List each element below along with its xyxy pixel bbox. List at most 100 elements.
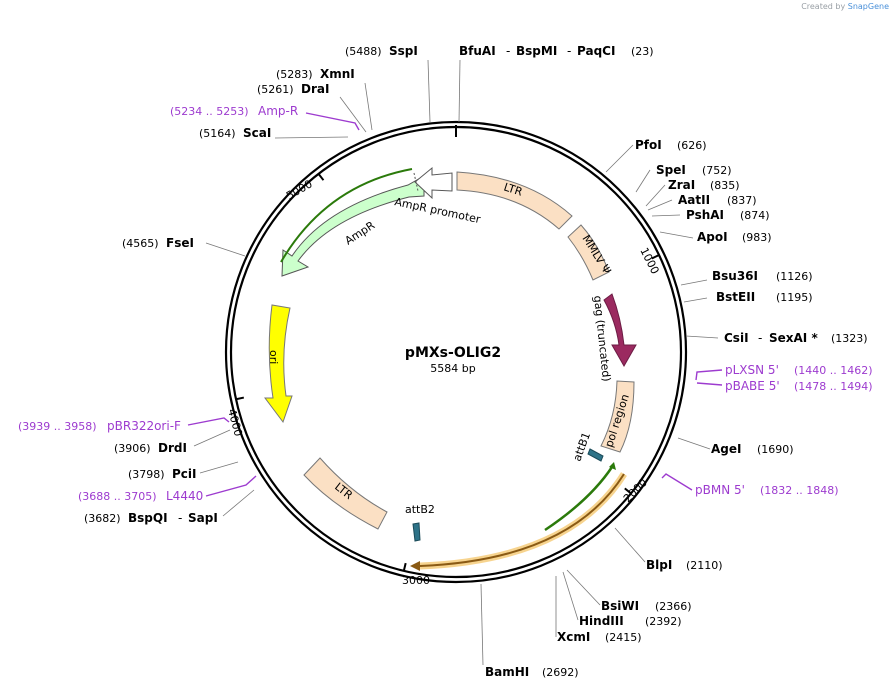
enzyme-zrai[interactable]: ZraI (835) xyxy=(668,178,740,192)
enzyme-pos-xcmi: (2415) xyxy=(605,631,642,644)
enzyme-hindiii[interactable]: HindIII (2392) xyxy=(579,614,682,628)
enzyme-name-bspmi: BspMI xyxy=(516,44,557,58)
enzyme-drai[interactable]: (5261) DraI xyxy=(257,82,329,96)
enzyme-bsu36i[interactable]: Bsu36I (1126) xyxy=(712,269,813,283)
enzyme-bsiwi[interactable]: BsiWI (2366) xyxy=(601,599,692,613)
enzyme-name-bsiwi: BsiWI xyxy=(601,599,639,613)
feature-label-attb1: attB1 xyxy=(571,430,593,463)
scale-ticks xyxy=(235,125,660,572)
feature-label-attb2: attB2 xyxy=(405,503,435,516)
feature-ori[interactable] xyxy=(264,304,293,424)
enzyme-pos-bfuai: (23) xyxy=(631,45,654,58)
enzyme-name-apoi: ApoI xyxy=(697,230,728,244)
primer-name-plxsn: pLXSN 5' xyxy=(725,363,779,377)
primer-name-l4440: L4440 xyxy=(166,489,203,503)
feature-ampr[interactable] xyxy=(280,168,425,277)
feature-pol-region[interactable] xyxy=(600,380,635,453)
enzyme-pos-bsiwi: (2366) xyxy=(655,600,692,613)
primer-markers xyxy=(187,112,723,497)
enzyme-name-bsu36i: Bsu36I xyxy=(712,269,758,283)
enzyme-apoi[interactable]: ApoI (983) xyxy=(697,230,772,244)
enzyme-csii[interactable]: CsiI - SexAI * (1323) xyxy=(724,331,868,345)
feature-attb1[interactable] xyxy=(587,448,604,462)
enzyme-blpi[interactable]: BlpI (2110) xyxy=(646,558,723,572)
enzyme-fsei[interactable]: (4565) FseI xyxy=(122,236,194,250)
primer-l4440[interactable]: (3688 .. 3705) L4440 xyxy=(78,489,203,503)
enzyme-spei[interactable]: SpeI (752) xyxy=(656,163,732,177)
enzyme-scai[interactable]: (5164) ScaI xyxy=(199,126,271,140)
enzyme-pos-scai: (5164) xyxy=(199,127,236,140)
enzyme-agei[interactable]: AgeI (1690) xyxy=(711,442,794,456)
enzyme-name-aatii: AatII xyxy=(678,193,710,207)
separator: - xyxy=(178,511,182,525)
primer-name-pbmn: pBMN 5' xyxy=(695,483,745,497)
separator: - xyxy=(758,331,762,345)
feature-gag-truncated[interactable] xyxy=(603,293,637,368)
enzyme-pos-apoi: (983) xyxy=(742,231,772,244)
enzyme-name-zrai: ZraI xyxy=(668,178,695,192)
primer-name-amp-r: Amp-R xyxy=(258,104,298,118)
enzyme-xcmi[interactable]: XcmI (2415) xyxy=(557,630,642,644)
enzyme-name-pcii: PciI xyxy=(172,467,197,481)
plasmid-name: pMXs-OLIG2 xyxy=(405,345,501,361)
feature-attb2[interactable] xyxy=(412,522,421,542)
enzyme-pos-csii: (1323) xyxy=(831,332,868,345)
enzyme-pos-spei: (752) xyxy=(702,164,732,177)
enzyme-aatii[interactable]: AatII (837) xyxy=(678,193,757,207)
enzyme-pos-pcii: (3798) xyxy=(128,468,165,481)
enzyme-name-sexai: SexAI * xyxy=(769,331,818,345)
feature-ltr-2[interactable] xyxy=(303,457,388,530)
primer-pbr322ori[interactable]: (3939 .. 3958) pBR322ori-F xyxy=(18,419,181,433)
enzyme-name-pshai: PshAI xyxy=(686,208,724,222)
enzyme-pshai[interactable]: PshAI (874) xyxy=(686,208,770,222)
primer-name-pbabe: pBABE 5' xyxy=(725,379,780,393)
primer-pos-pbabe: (1478 .. 1494) xyxy=(794,380,873,393)
enzyme-pos-drdi: (3906) xyxy=(114,442,151,455)
enzyme-name-hindiii: HindIII xyxy=(579,614,624,628)
enzyme-name-xmni: XmnI xyxy=(320,67,355,81)
enzyme-bfuai[interactable]: BfuAI - BspMI - PaqCI (23) xyxy=(459,44,654,58)
enzyme-name-xcmi: XcmI xyxy=(557,630,590,644)
enzyme-pos-zrai: (835) xyxy=(710,179,740,192)
primer-amp-r[interactable]: (5234 .. 5253) Amp-R xyxy=(170,104,298,118)
primer-pos-pbr322ori: (3939 .. 3958) xyxy=(18,420,97,433)
enzyme-name-sspi: SspI xyxy=(389,44,418,58)
enzyme-pcii[interactable]: (3798) PciI xyxy=(128,467,197,481)
feature-insert-arrows[interactable] xyxy=(410,462,627,571)
enzyme-name-sapi: SapI xyxy=(188,511,218,525)
separator: - xyxy=(567,44,571,58)
enzyme-pos-bsteii: (1195) xyxy=(776,291,813,304)
enzyme-pos-bsu36i: (1126) xyxy=(776,270,813,283)
plasmid-size: 5584 bp xyxy=(430,362,475,375)
enzyme-name-csii: CsiI xyxy=(724,331,749,345)
enzyme-drdi[interactable]: (3906) DrdI xyxy=(114,441,187,455)
enzyme-sspi[interactable]: (5488) SspI xyxy=(345,44,418,58)
enzyme-xmni[interactable]: (5283) XmnI xyxy=(276,67,355,81)
enzyme-pfoi[interactable]: PfoI (626) xyxy=(635,138,707,152)
primer-name-pbr322ori: pBR322ori-F xyxy=(107,419,181,433)
enzyme-name-blpi: BlpI xyxy=(646,558,672,572)
primer-pbabe[interactable]: pBABE 5' (1478 .. 1494) xyxy=(725,379,873,393)
primer-pos-pbmn: (1832 .. 1848) xyxy=(760,484,839,497)
feature-mmlv-psi[interactable] xyxy=(567,224,610,281)
primer-pos-amp-r: (5234 .. 5253) xyxy=(170,105,249,118)
enzyme-pos-bspqi: (3682) xyxy=(84,512,121,525)
feature-ampr-promoter[interactable] xyxy=(413,166,453,200)
primer-plxsn[interactable]: pLXSN 5' (1440 .. 1462) xyxy=(725,363,873,377)
tick-mark-3000 xyxy=(402,562,407,572)
feature-ltr-1[interactable] xyxy=(456,171,573,230)
tick-label-4000: 4000 xyxy=(225,407,245,437)
enzyme-bspqi[interactable]: (3682) BspQI - SapI xyxy=(84,511,218,525)
primer-pbmn[interactable]: pBMN 5' (1832 .. 1848) xyxy=(695,483,839,497)
enzyme-bsteii[interactable]: BstEII (1195) xyxy=(716,290,813,304)
enzyme-name-drdi: DrdI xyxy=(158,441,187,455)
snapgene-credit: Created by SnapGene xyxy=(801,2,889,11)
enzyme-bamhi[interactable]: BamHI (2692) xyxy=(485,665,579,679)
feature-label-ampr-promoter: AmpR promoter xyxy=(393,195,482,226)
enzyme-pos-drai: (5261) xyxy=(257,83,294,96)
tick-label-5000: 5000 xyxy=(284,177,315,202)
enzyme-pos-bamhi: (2692) xyxy=(542,666,579,679)
enzyme-name-spei: SpeI xyxy=(656,163,686,177)
enzyme-pos-fsei: (4565) xyxy=(122,237,159,250)
